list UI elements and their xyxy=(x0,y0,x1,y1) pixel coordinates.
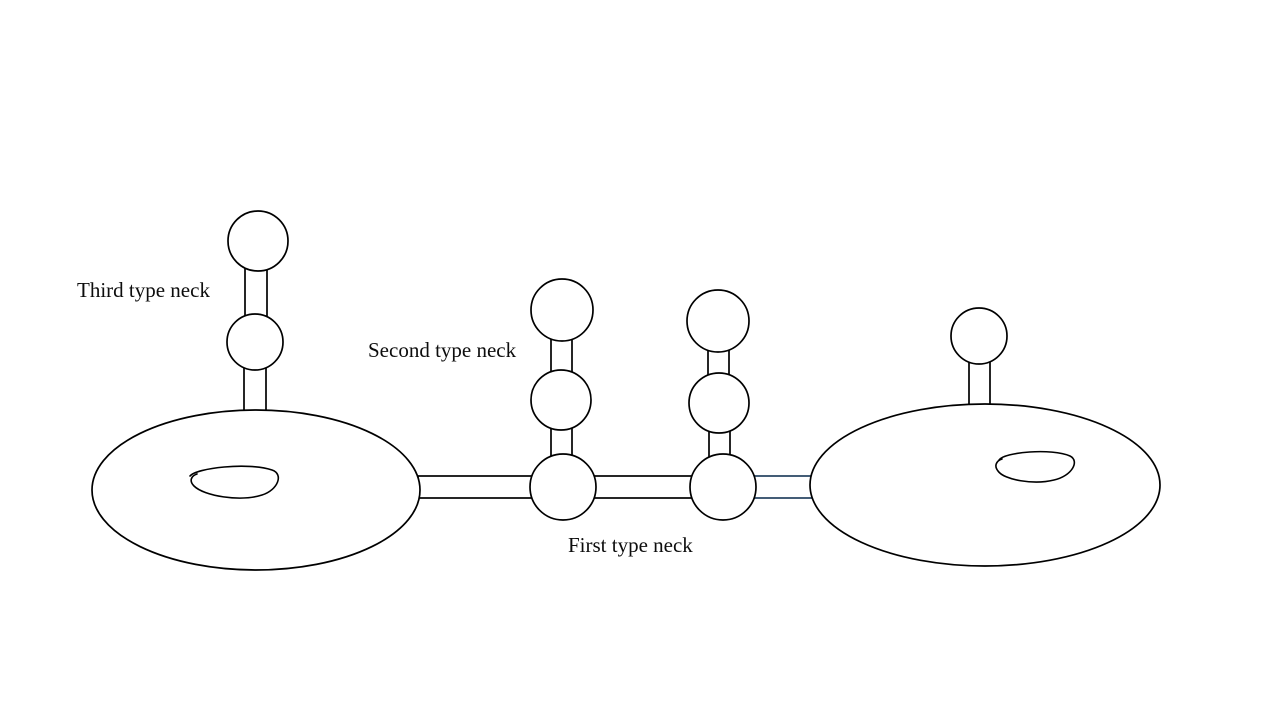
right-body xyxy=(809,403,1161,567)
first-junction-to-right-body-tube xyxy=(751,475,815,499)
second-junction-to-first-junction-tube xyxy=(591,475,695,499)
third-neck-top-sphere xyxy=(227,210,289,272)
first-type-neck-label: First type neck xyxy=(568,533,693,557)
third-neck-mid-sphere xyxy=(226,313,284,371)
first-type-neck-group xyxy=(686,289,757,521)
third-type-neck-group xyxy=(226,210,289,371)
first-neck-junction-sphere xyxy=(689,453,757,521)
third-neck-upper-tube xyxy=(244,265,268,319)
left-body-to-second-junction-tube xyxy=(417,475,533,499)
vertical-tubes-group xyxy=(243,265,991,463)
second-type-neck-group xyxy=(529,278,597,521)
second-type-neck-label: Second type neck xyxy=(368,338,517,362)
second-neck-top-sphere xyxy=(530,278,594,342)
third-neck-lower-tube xyxy=(243,365,267,413)
third-type-neck-label: Third type neck xyxy=(77,278,210,302)
right-body-sphere xyxy=(950,307,1008,365)
first-neck-top-sphere xyxy=(686,289,750,353)
first-neck-mid-sphere xyxy=(688,372,750,434)
second-neck-junction-sphere xyxy=(529,453,597,521)
right-body-stem-tube xyxy=(968,359,991,411)
second-neck-mid-sphere xyxy=(530,369,592,431)
left-body xyxy=(91,409,421,571)
